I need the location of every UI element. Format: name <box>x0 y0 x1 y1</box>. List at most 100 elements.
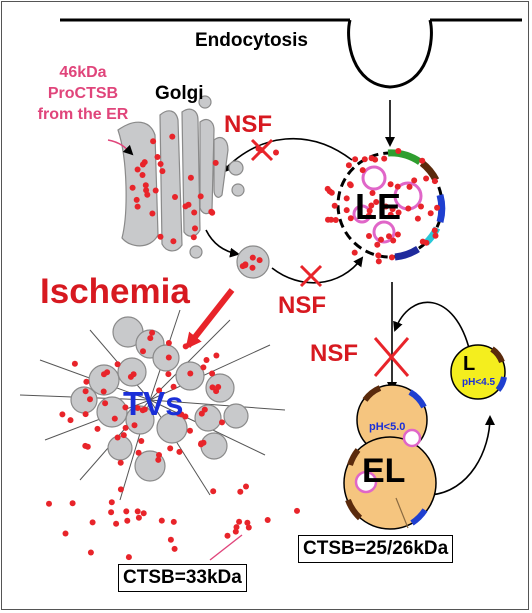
ctsb-dot <box>381 155 388 162</box>
ctsb-dot <box>431 178 438 185</box>
ctsb-dot <box>122 424 129 431</box>
ctsb-dot <box>368 202 375 209</box>
ctsb-dot <box>244 519 251 526</box>
ctsb-dot <box>431 227 438 234</box>
ctsb-dot <box>352 156 359 163</box>
ctsb-dot <box>140 510 147 517</box>
ctsb-dot <box>394 183 401 190</box>
ctsb-dot <box>140 348 146 355</box>
ctsb-dot <box>182 343 189 350</box>
ctsb-dot <box>395 209 402 216</box>
ctsb-dot <box>94 425 101 432</box>
ctsb33-pointer <box>209 534 243 561</box>
ctsb-dot <box>388 254 395 261</box>
ischemia-arrow <box>185 288 235 350</box>
tvs-label: TVs <box>123 385 184 422</box>
ctsb-dot <box>108 499 115 506</box>
ctsb-dot <box>359 167 366 174</box>
ctsb-dot <box>432 232 439 239</box>
ctsb-dot <box>124 517 131 524</box>
ctsb-dot <box>191 209 198 216</box>
ctsb-dot <box>117 459 124 466</box>
ctsb-dot <box>389 206 396 213</box>
ctsb-dot <box>111 415 118 422</box>
ctsb-dot <box>155 456 162 463</box>
ctsb-dot <box>113 520 120 527</box>
ctsb-dot <box>59 411 66 418</box>
ctsb-33-box: CTSB=33kDa <box>118 564 247 592</box>
ctsb-dot <box>374 241 381 248</box>
arrow-golgi-to-vesicle <box>205 229 240 258</box>
ctsb-dot <box>135 514 142 521</box>
ctsb-dot <box>67 417 74 424</box>
ctsb-dot <box>209 370 216 377</box>
ctsb-dot <box>138 438 145 444</box>
ctsb-dot <box>159 168 166 175</box>
ctsb-dot <box>167 445 174 452</box>
ctsb-dot <box>219 419 225 426</box>
ctsb-dot <box>141 159 148 166</box>
transport-vesicle <box>236 245 270 279</box>
ctsb-dot <box>108 509 115 516</box>
ctsb-dot <box>394 231 401 238</box>
ctsb-dot <box>209 209 216 216</box>
ctsb-dot <box>212 159 219 166</box>
ctsb-dot <box>375 258 382 265</box>
ctsb-dot <box>139 172 146 178</box>
ctsb-dot <box>84 443 91 450</box>
ctsb-dot <box>249 254 256 261</box>
ctsb-dot <box>198 440 205 447</box>
ctsb-dot <box>134 405 141 411</box>
ctsb-dot <box>172 194 178 200</box>
ctsb-dot <box>114 434 121 441</box>
ctsb-dot <box>373 199 380 205</box>
l-label: L <box>463 353 476 375</box>
ctsb-dot <box>156 387 163 394</box>
pathway-arrows <box>205 100 495 496</box>
ctsb-dot <box>157 233 164 240</box>
arrow-l-to-le <box>393 301 471 353</box>
ctsb-dot <box>405 205 412 212</box>
ctsb-dot <box>245 524 252 531</box>
ctsb-dot <box>158 517 165 524</box>
ctsb-dot <box>142 182 149 189</box>
ctsb-dot <box>325 216 331 223</box>
ischemia-label: Ischemia <box>40 272 190 311</box>
ctsb-dot <box>366 207 373 214</box>
ctsb-dot <box>242 261 249 268</box>
ctsb-dot <box>390 237 397 244</box>
ctsb-dot <box>149 210 156 217</box>
ctsb-dot <box>387 211 394 218</box>
ctsb-dot <box>224 532 231 539</box>
ctsb-dot <box>187 174 194 181</box>
ctsb-dot <box>256 257 263 264</box>
ctsb-dot <box>134 166 141 173</box>
ctsb-dot <box>117 486 124 493</box>
arrow-el-to-l <box>429 415 495 496</box>
inhibition-cross-icon <box>299 264 323 288</box>
ctsb-dot <box>131 422 138 429</box>
ctsb-dot <box>190 234 197 241</box>
ctsb-dot <box>149 329 156 336</box>
ctsb-dot <box>419 157 426 164</box>
ctsb-dot <box>361 156 368 163</box>
ctsb-dot <box>104 369 111 376</box>
ctsb-dot <box>165 340 172 346</box>
ctsb-dots <box>46 133 441 561</box>
ctsb-dot <box>386 233 392 240</box>
ctsb-dot <box>82 411 89 418</box>
ctsb-dot <box>213 352 220 359</box>
ctsb-dot <box>192 225 198 232</box>
ctsb-dot <box>71 360 78 367</box>
ctsb-dot <box>215 384 222 390</box>
ctsb-dot <box>294 507 300 514</box>
ctsb-dot <box>167 536 174 543</box>
ctsb-dot <box>423 175 430 182</box>
ctsb-dot <box>264 517 271 523</box>
ctsb-dot <box>69 500 76 507</box>
ctsb-dot <box>200 364 207 371</box>
ctsb-dot <box>114 361 121 368</box>
ctsb-dot <box>125 554 132 561</box>
ctsb-dot <box>366 233 372 239</box>
